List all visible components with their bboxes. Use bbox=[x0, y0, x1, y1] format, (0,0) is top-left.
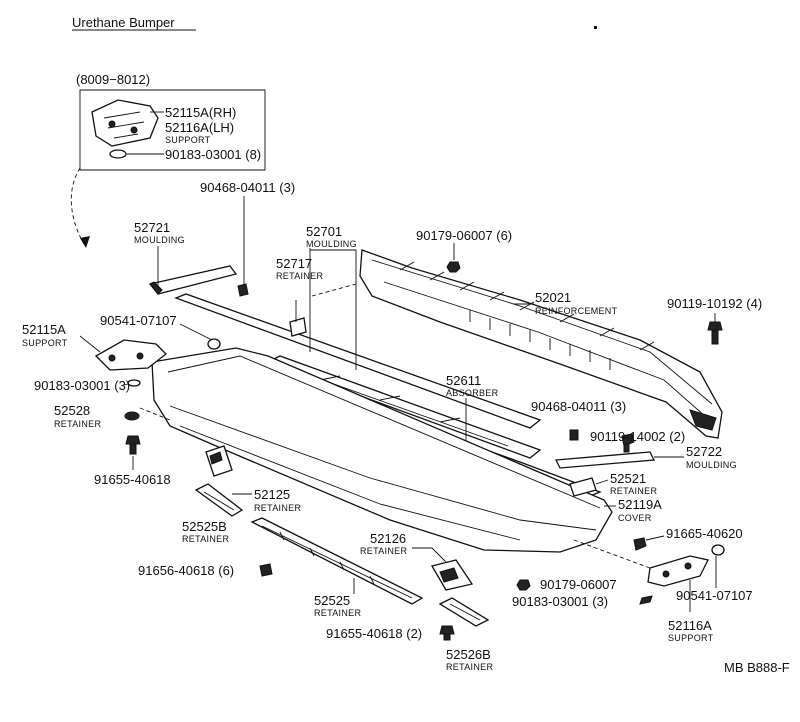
label-91655-40618: 91655-40618 bbox=[94, 472, 171, 487]
label-retainer-52125: RETAINER bbox=[254, 503, 301, 513]
label-retainer-52521: RETAINER bbox=[610, 486, 657, 496]
dashed-guide bbox=[139, 407, 171, 421]
label-52721: 52721 bbox=[134, 220, 170, 235]
label-90541-left: 90541-07107 bbox=[100, 313, 177, 328]
nut-90541-left-icon bbox=[207, 338, 221, 350]
support-52115a-left bbox=[94, 339, 167, 371]
moulding-52721 bbox=[148, 265, 238, 295]
label-retainer-52525b: RETAINER bbox=[182, 534, 229, 544]
label-52525b: 52525B bbox=[182, 519, 227, 534]
label-90179-6: 90179-06007 (6) bbox=[416, 228, 512, 243]
label-52521: 52521 bbox=[610, 471, 646, 486]
leader bbox=[412, 547, 447, 563]
label-90179-06007: 90179-06007 bbox=[540, 577, 617, 592]
support-52116a-right bbox=[647, 555, 709, 587]
label-52722: 52722 bbox=[686, 444, 722, 459]
inset-box bbox=[79, 89, 266, 171]
bolt-91655-icon bbox=[125, 435, 141, 455]
moulding-52722 bbox=[554, 451, 656, 469]
label-retainer-52525: RETAINER bbox=[314, 608, 361, 618]
inset-clip-icon bbox=[109, 149, 127, 159]
nut-90179-icon bbox=[446, 261, 461, 273]
label-moulding-52721: MOULDING bbox=[134, 235, 185, 245]
leader bbox=[645, 535, 665, 541]
label-90468-3-top: 90468-04011 (3) bbox=[200, 180, 295, 195]
clip-90468-icon bbox=[237, 283, 249, 297]
label-support-right: SUPPORT bbox=[668, 633, 714, 643]
label-retainer-52126: RETAINER bbox=[360, 546, 407, 556]
label-52119a: 52119A bbox=[618, 497, 662, 512]
label-retainer-52528: RETAINER bbox=[54, 419, 101, 429]
inset-range: (8009−8012) bbox=[76, 72, 150, 87]
nut-90541-right-icon bbox=[711, 544, 725, 556]
label-52526b: 52526B bbox=[446, 647, 491, 662]
retainer-52521 bbox=[569, 477, 597, 497]
retainer-52528-icon bbox=[124, 411, 140, 421]
retainer-52125 bbox=[205, 445, 233, 477]
bolt-91655-2-icon bbox=[439, 625, 455, 641]
label-52611: 52611 bbox=[446, 373, 481, 388]
label-52021: 52021 bbox=[535, 290, 571, 305]
label-52116a: 52116A bbox=[668, 618, 712, 633]
clip-90183-bottom-icon bbox=[639, 595, 653, 605]
label-90183-8: 90183-03001 (8) bbox=[165, 147, 261, 162]
label-reinforcement: REINFORCEMENT bbox=[535, 306, 618, 316]
label-52126: 52126 bbox=[370, 531, 406, 546]
label-retainer-52717: RETAINER bbox=[276, 271, 323, 281]
label-91655-2: 91655-40618 (2) bbox=[326, 626, 422, 641]
bumper-cover-52119a bbox=[151, 347, 613, 553]
dashed-guide bbox=[311, 283, 357, 297]
nut-90179-bottom-icon bbox=[516, 579, 531, 591]
bolt-90119-14002-icon bbox=[621, 433, 635, 453]
drawing-code: MB B888-F bbox=[724, 660, 790, 675]
label-support-left: SUPPORT bbox=[22, 338, 68, 348]
label-retainer-52526b: RETAINER bbox=[446, 662, 493, 672]
label-moulding-52701: MOULDING bbox=[306, 239, 357, 249]
leader bbox=[179, 323, 213, 341]
clip-90468-right-icon bbox=[569, 429, 579, 441]
retainer-52126 bbox=[431, 559, 474, 591]
label-52717: 52717 bbox=[276, 256, 312, 271]
retainer-52717 bbox=[289, 300, 307, 337]
retainer-52526b bbox=[438, 597, 490, 627]
label-52525: 52525 bbox=[314, 593, 350, 608]
retainer-52525b bbox=[194, 483, 244, 517]
diagram-title: Urethane Bumper bbox=[72, 15, 175, 30]
label-90183-3-bottom: 90183-03001 (3) bbox=[512, 594, 608, 609]
label-90119-4: 90119-10192 (4) bbox=[667, 296, 762, 311]
leader bbox=[79, 335, 101, 353]
inset-arrow bbox=[70, 167, 85, 245]
label-52528: 52528 bbox=[54, 403, 90, 418]
reinforcement-52021 bbox=[359, 249, 723, 439]
label-90468-3-right: 90468-04011 (3) bbox=[531, 399, 626, 414]
clip-90183-left-icon bbox=[127, 379, 141, 387]
leader bbox=[309, 248, 357, 370]
moulding-52701 bbox=[174, 293, 542, 429]
label-52115a: 52115A bbox=[22, 322, 66, 337]
leader bbox=[595, 479, 609, 485]
leader bbox=[123, 383, 129, 386]
bolt-91656-icon bbox=[259, 563, 273, 577]
label-52116a-lh: 52116A(LH) bbox=[165, 120, 234, 135]
inset-support-bracket bbox=[91, 99, 159, 147]
bolt-90119-icon bbox=[707, 321, 723, 345]
label-52115a-rh: 52115A(RH) bbox=[165, 105, 236, 120]
label-90541-right: 90541-07107 bbox=[676, 588, 753, 603]
label-90183-3-left: 90183-03001 (3) bbox=[34, 378, 130, 393]
label-absorber: ABSORBER bbox=[446, 388, 499, 398]
label-90119-2: 90119-14002 (2) bbox=[590, 429, 685, 444]
label-support-inset: SUPPORT bbox=[165, 135, 211, 145]
retainer-52525 bbox=[250, 517, 424, 605]
speck-mark bbox=[594, 26, 597, 29]
label-52125: 52125 bbox=[254, 487, 290, 502]
bolt-91665-icon bbox=[633, 537, 647, 551]
label-52701: 52701 bbox=[306, 224, 342, 239]
label-91665-40620: 91665-40620 bbox=[666, 526, 743, 541]
label-cover: COVER bbox=[618, 513, 652, 523]
label-91656-6: 91656-40618 (6) bbox=[138, 563, 234, 578]
arrow-head-icon bbox=[80, 236, 90, 248]
label-moulding-52722: MOULDING bbox=[686, 460, 737, 470]
